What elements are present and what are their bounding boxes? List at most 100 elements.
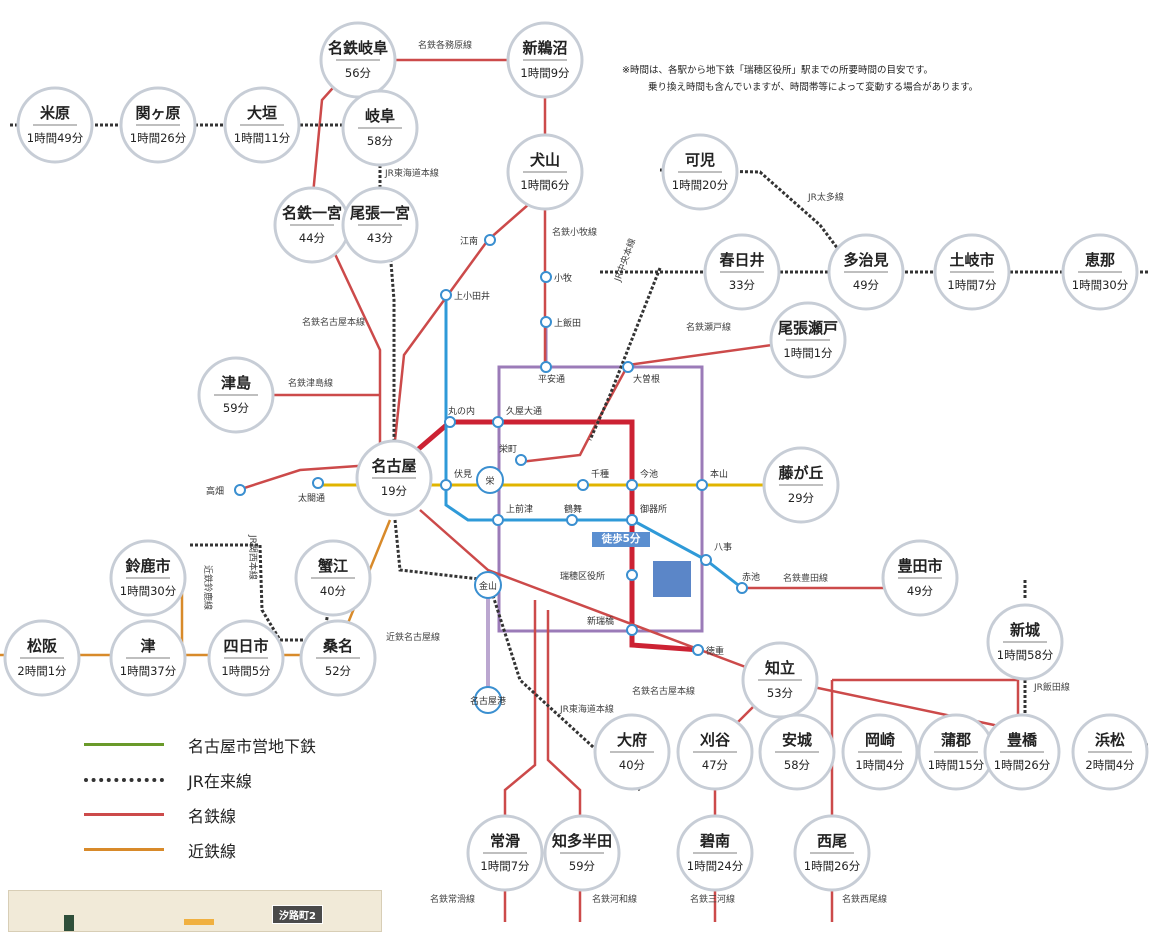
walk-time-badge: 徒歩5分 <box>592 532 650 547</box>
node-yagoto: 八事 <box>700 541 732 566</box>
station-time: 1時間30分 <box>1072 278 1129 292</box>
station-time: 59分 <box>223 401 250 415</box>
station-shinshiro: 新城 1時間58分 <box>986 603 1064 681</box>
station-time: 58分 <box>784 758 811 772</box>
station-name: 鈴鹿市 <box>125 557 170 575</box>
jr-lines <box>10 123 1150 792</box>
node-kamiotai: 上小田井 <box>440 289 490 302</box>
station-time: 56分 <box>345 66 372 80</box>
station-name: 米原 <box>40 104 70 122</box>
station-name: 西尾 <box>817 832 847 850</box>
station-name: 犬山 <box>530 151 560 169</box>
station-time: 49分 <box>853 278 880 292</box>
station-name: 名鉄一宮 <box>282 204 342 222</box>
note-line-2: 乗り換え時間も含んでいますが、時間帯等によって変動する場合があります。 <box>648 82 979 93</box>
station-time: 1時間58分 <box>997 648 1054 662</box>
node-sakae: 栄 <box>476 466 504 494</box>
node-label-kamiiida: 上飯田 <box>554 317 581 329</box>
station-time: 19分 <box>381 484 408 498</box>
label-kakamigahara: 名鉄各務原線 <box>418 39 472 51</box>
label-jr-kansai: JR関西本線 <box>247 534 259 580</box>
node-label-chikusa: 千種 <box>591 469 609 480</box>
node-label-konan: 江南 <box>460 235 478 247</box>
tsurumai-line <box>444 293 744 590</box>
label-jr-tokaido-top: JR東海道本線 <box>384 167 439 179</box>
station-name: 刈谷 <box>700 731 731 749</box>
node-label-motoyama: 本山 <box>710 468 728 480</box>
station-name: 安城 <box>782 731 812 749</box>
station-name: 豊田市 <box>897 557 942 575</box>
node-motoyama: 本山 <box>696 468 728 491</box>
station-name: 藤が丘 <box>778 464 823 482</box>
station-time: 47分 <box>702 758 729 772</box>
meijo-line <box>497 365 704 633</box>
label-seto-line: 名鉄瀬戸線 <box>686 321 731 333</box>
node-label-fushimi: 伏見 <box>454 468 472 480</box>
node-label-hisaya: 久屋大通 <box>506 405 542 417</box>
label-komaki-line: 名鉄小牧線 <box>552 226 597 238</box>
station-name: 四日市 <box>223 637 268 655</box>
legend-item-jr: JR在来線 <box>84 765 384 800</box>
node-tsurumai: 鶴舞 <box>564 503 582 526</box>
label-toyota-line: 名鉄豊田線 <box>783 572 828 584</box>
node-komaki: 小牧 <box>540 271 572 284</box>
legend-item-kintetsu: 近鉄線 <box>84 835 384 870</box>
legend: 名古屋市営地下鉄 JR在来線 名鉄線 近鉄線 <box>84 730 384 870</box>
label-meitetsu-nagoya-honsen: 名鉄名古屋本線 <box>302 316 365 328</box>
node-tokushige: 徳重 <box>692 644 724 657</box>
station-time: 33分 <box>729 278 756 292</box>
node-hisaya: 久屋大通 <box>492 405 542 428</box>
label-meitetsu-nagoya-honsen-2: 名鉄名古屋本線 <box>632 685 695 697</box>
node-chikusa: 千種 <box>577 469 609 491</box>
station-time: 58分 <box>367 134 394 148</box>
node-label-sakaemachi: 栄町 <box>499 443 517 455</box>
station-name: 常滑 <box>490 832 520 850</box>
meitetsu-seto <box>519 338 809 464</box>
station-name: 土岐市 <box>949 251 994 269</box>
station-time: 59分 <box>569 859 596 873</box>
station-circles: 名鉄岐阜56分新鵜沼1時間9分米原1時間49分関ヶ原1時間26分大垣1時間11分… <box>3 21 1149 892</box>
station-time: 1時間7分 <box>480 859 530 873</box>
station-name: 新城 <box>1010 621 1040 639</box>
legend-swatch-jr <box>84 778 164 782</box>
station-time: 1時間15分 <box>928 758 985 772</box>
station-name: 名古屋 <box>371 457 416 475</box>
sakuradori-line <box>391 419 703 653</box>
station-name: 浜松 <box>1095 731 1125 749</box>
node-konan: 江南 <box>460 234 496 247</box>
node-label-imaike: 今池 <box>640 468 658 480</box>
station-time: 1時間9分 <box>520 66 570 80</box>
node-ozone: 大曽根 <box>622 361 660 385</box>
node-label-akaike: 赤池 <box>742 571 760 583</box>
station-time: 43分 <box>367 231 394 245</box>
meitetsu-takabata <box>237 463 373 492</box>
station-time: 1時間26分 <box>130 131 187 145</box>
label-kowa-line: 名鉄河和線 <box>592 893 637 905</box>
legend-label-kintetsu: 近鉄線 <box>188 842 237 861</box>
node-heiando: 平安通 <box>538 361 565 385</box>
node-label-yagoto: 八事 <box>714 541 732 553</box>
station-time: 52分 <box>325 664 352 678</box>
node-label-tsurumai: 鶴舞 <box>564 503 582 515</box>
node-label-aratamabashi: 新瑞橋 <box>587 615 614 627</box>
station-name: 知立 <box>765 659 795 677</box>
